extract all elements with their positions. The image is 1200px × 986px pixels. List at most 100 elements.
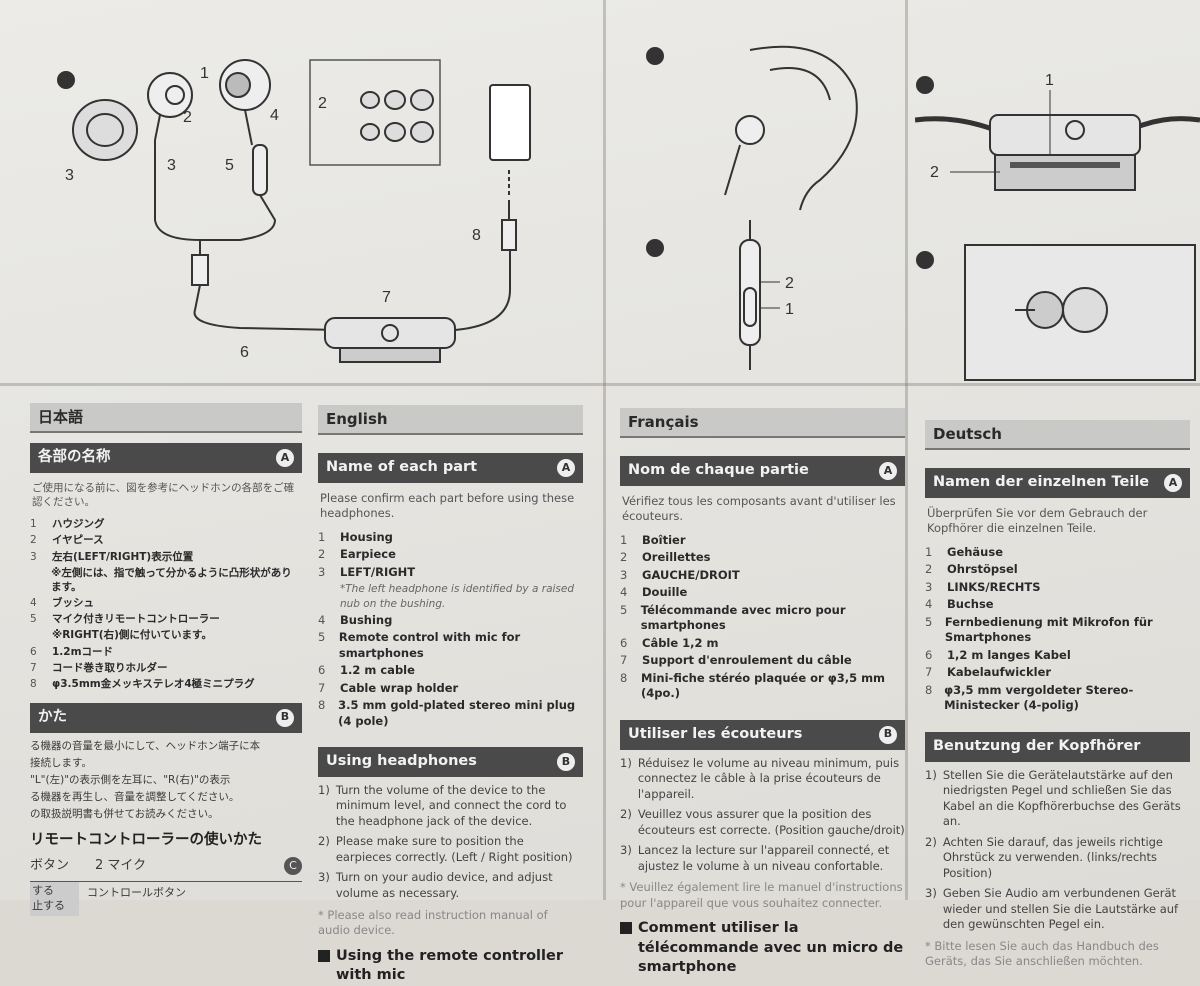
step-text: Veuillez vous assurer que la position de… (637, 807, 905, 837)
sub-title: Using the remote controller with mic (336, 947, 563, 984)
part-number: 8 (30, 677, 37, 690)
label-4: 4 (270, 107, 279, 124)
ear-outline (749, 45, 858, 211)
note-text: * Veuillez également lire le manuel d'in… (620, 880, 903, 910)
step-number: 1) (620, 755, 632, 770)
part-label: Kabelaufwickler (947, 665, 1052, 680)
sub-heading: Comment utiliser la télécommande avec un… (620, 919, 905, 978)
label-3: 3 (167, 157, 176, 174)
section-heading: Utiliser les écouteurs B (620, 720, 905, 750)
label-c2: 2 (785, 275, 794, 292)
part-number: 5 (620, 602, 628, 617)
part-number: 2 (318, 547, 326, 562)
section-badge: B (557, 753, 575, 772)
part-label: Boîtier (642, 532, 686, 547)
part-label: Remote control with mic for smartphones (338, 630, 521, 660)
diagram-a: 1 2 3 3 4 5 6 7 8 2 (57, 59, 531, 363)
german-column: Deutsch Namen der einzelnen Teile A Über… (925, 420, 1190, 970)
part-number: 2 (620, 550, 628, 565)
label-5: 5 (225, 157, 234, 174)
step-item: 3) Turn on your audio device, and adjust … (318, 870, 583, 901)
intro-text: ご使用になる前に、図を参考にヘッドホンの各部をご確認ください。 (32, 481, 295, 508)
section-badge: A (557, 459, 575, 478)
part-item: 7 Kabelaufwickler (925, 665, 1190, 681)
label-1: 1 (200, 65, 209, 82)
section-title: Benutzung der Kopfhörer (933, 738, 1141, 754)
step-number: 3) (318, 870, 330, 885)
diagram-b-c: 2 1 (646, 45, 858, 370)
step-text: Stellen Sie die Gerätelautstärke auf den… (942, 767, 1181, 829)
english-column: English Name of each part A Please confi… (318, 405, 583, 986)
part-number: 6 (620, 635, 628, 650)
part-label: Douille (642, 585, 688, 600)
panel-badge-d (916, 76, 934, 94)
fold-line (603, 0, 606, 900)
table-cell: 止する (32, 898, 65, 912)
step-text: Achten Sie darauf, das jeweils richtige … (942, 834, 1164, 880)
steps-list: 1)Réduisez le volume au niveau minimum, … (620, 756, 905, 875)
part-number: 2 (30, 534, 37, 547)
step-number: 1) (318, 782, 330, 797)
part-label: イヤピース (52, 534, 104, 547)
part-number: 7 (925, 665, 933, 680)
part-label: 1.2mコード (52, 645, 114, 658)
label-d1: 1 (1045, 72, 1054, 89)
part-number: 7 (318, 680, 326, 695)
part-label: Bushing (340, 612, 393, 627)
part-label: コード巻き取りホルダー (52, 661, 168, 674)
step-number: 2) (925, 834, 937, 849)
part-number: 5 (30, 613, 37, 626)
panel-badge-b (646, 47, 664, 65)
part-label: 左右(LEFT/RIGHT)表示位置 (52, 550, 194, 563)
part-number: 4 (318, 612, 326, 627)
cable-main (193, 284, 341, 331)
step-text: の取扱説明書も併せてお読みください。 (30, 808, 219, 821)
cable-left (154, 140, 201, 270)
cable-wrap-cable (915, 116, 996, 133)
part-label: Buchse (947, 597, 994, 612)
earpiece-set (309, 59, 441, 166)
label-2: 2 (183, 109, 192, 126)
part-number: 1 (318, 529, 326, 544)
part-item: 5 マイク付きリモートコントローラー (30, 612, 302, 626)
part-label: LINKS/RECHTS (947, 579, 1041, 594)
section-title: Using headphones (326, 753, 477, 770)
label-3b: 3 (65, 167, 74, 184)
step-item: 1) Stellen Sie die Gerätelautstärke auf d… (925, 768, 1190, 830)
step-item: 3)Geben Sie Audio am verbundenen Gerät w… (925, 886, 1190, 933)
note-text: * Please also read instruction manual of… (318, 907, 548, 938)
section-heading: Name of each part A (318, 453, 583, 483)
label-7: 7 (382, 289, 391, 306)
part-label: Câble 1,2 m (642, 635, 719, 650)
step-number: 3) (620, 843, 632, 858)
section-heading: Benutzung der Kopfhörer (925, 732, 1190, 762)
part-number: 1 (925, 544, 933, 559)
step-text: Geben Sie Audio am verbundenen Gerät wie… (942, 886, 1179, 932)
section-title: Namen der einzelnen Teile (933, 474, 1150, 491)
step-text: Turn on your audio device, and adjust vo… (335, 870, 553, 900)
part-label: マイク付きリモートコントローラー (52, 613, 220, 626)
section-badge: A (1164, 474, 1182, 493)
part-number: 8 (620, 670, 628, 685)
part-item: ※RIGHT(右)側に付いています。 (30, 628, 302, 642)
part-label: Support d'enroulement du câble (642, 653, 852, 668)
part-label: GAUCHE/DROIT (642, 567, 740, 582)
part-number: 2 (925, 562, 933, 577)
part-item: 6 Câble 1,2 m (620, 636, 905, 652)
lang-heading: Français (620, 408, 905, 439)
step-number: 1) (925, 767, 937, 782)
label-c1: 1 (785, 301, 794, 318)
sub-heading: Using the remote controller with mic (318, 947, 583, 986)
